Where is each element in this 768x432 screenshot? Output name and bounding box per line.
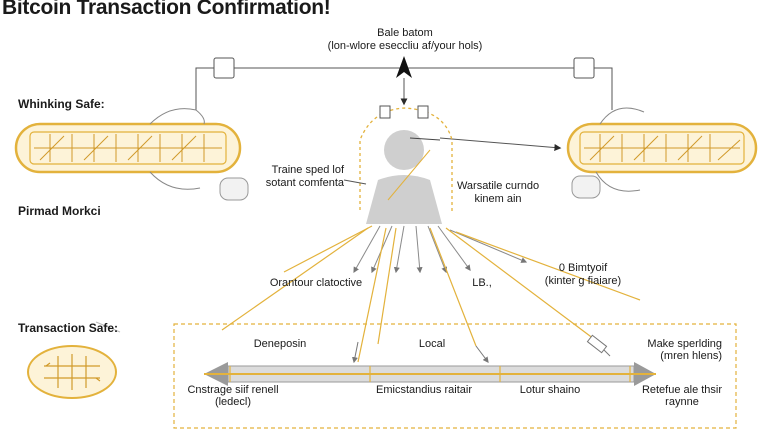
side-marker <box>95 321 121 333</box>
page-title: Bitcoin Transaction Confirmation! <box>2 0 331 19</box>
left-label-market: Pirmad Morkci <box>18 204 101 218</box>
left-label-safe-bottom: Transaction Safe: <box>18 321 119 335</box>
timeline-bottom-center-left: Emicstandius raitair <box>376 384 472 396</box>
top-label-line2: (lon-wlore eseccliu af/your hols) <box>327 40 483 52</box>
timeline-bottom-center-right: Lotur shaino <box>519 384 581 396</box>
up-arrow-icon <box>396 56 412 78</box>
round-safe-icon <box>27 345 117 399</box>
timeline-top-right-line1: Make sperlding <box>647 338 722 350</box>
center-left-connector <box>343 179 367 185</box>
top-label-line1: Bale batom <box>377 27 433 39</box>
center-right-label-line1: Warsatile curndo <box>456 180 540 192</box>
fan-lines <box>221 225 641 364</box>
timeline-top-center: Local <box>418 338 446 350</box>
right-safe-icon <box>439 107 758 199</box>
left-safe-icon <box>14 108 249 201</box>
timeline-box <box>173 323 737 429</box>
center-right-label-line2: kinem ain <box>474 193 522 205</box>
timeline-bottom-right-line2: raynne <box>665 396 699 408</box>
timeline-top-right-line2: (mren hlens) <box>660 350 722 362</box>
center-left-label-line2: sotant comfenta <box>265 177 344 189</box>
mid-left-label: Orantour clatoctive <box>269 277 363 289</box>
mid-center-label: LB., <box>472 277 492 289</box>
timeline-bottom-left-line1: Cnstrage siif renell <box>187 384 279 396</box>
center-left-label-line1: Traine sped lof <box>271 164 344 176</box>
timeline-top-left: Deneposin <box>253 338 307 350</box>
timeline-bottom-right-line1: Retefue ale thsir <box>641 384 723 396</box>
mid-right-label-line1: 0 Bimtyoif <box>558 262 608 274</box>
left-label-safe-top: Whinking Safe: <box>18 97 105 111</box>
person-icon <box>359 105 453 224</box>
mid-right-label-line2: (kinter g fiaiare) <box>544 275 622 287</box>
timeline-bottom-left-line2: (ledecl) <box>214 396 252 408</box>
